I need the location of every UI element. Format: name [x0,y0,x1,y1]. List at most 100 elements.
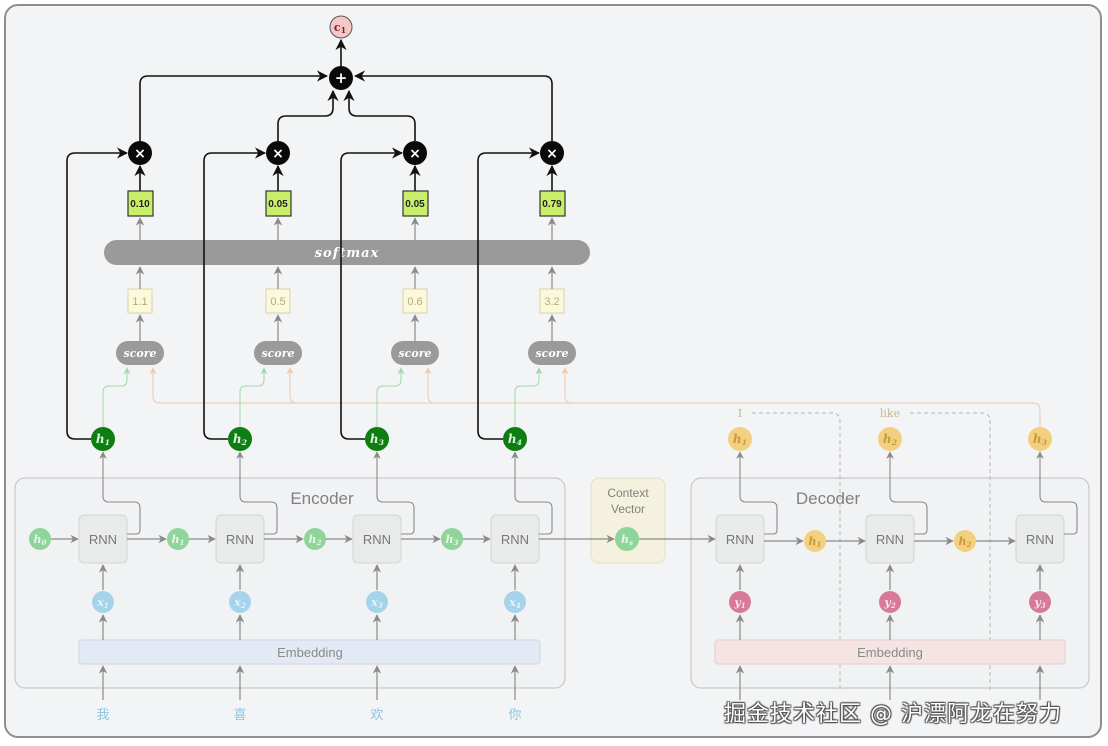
multiply-node-2 [266,141,290,165]
score-label-2: score [261,347,294,360]
watermark: 掘金技术社区 @ 沪漂阿龙在努力 [724,702,1062,727]
mult3-to-sum-line [343,89,416,141]
encoder-hidden-node-3 [365,427,389,451]
decoder-input-node-1 [729,591,751,613]
context-state-node [615,527,639,551]
decoder-rnn-cell-1 [715,514,765,564]
decoder-output-node-2 [878,427,902,451]
score-value-1: 1.1 [132,296,147,308]
sum-symbol: + [335,69,348,87]
context-output-label: c1 [334,21,346,35]
hidden-to-multiply-line-3 [340,147,404,440]
decoder-embedding-label: Embedding [857,645,923,660]
context-vector-label-line2: Vector [611,502,645,516]
hidden-to-score-line-3 [376,367,405,427]
score-node-3 [391,341,439,365]
decoder-query-line [149,367,1041,427]
encoder-hidden-node-1 [91,427,115,451]
decoder-output-node-3 [1028,427,1052,451]
multiply-symbol-1: × [134,146,146,162]
multiply-symbol-2: × [272,146,284,162]
mult1-to-sum-line [139,70,329,141]
score-node-4 [528,341,576,365]
attention-weight-box-4 [539,190,566,217]
encoder-state-node-3 [441,528,463,550]
softmax-bar [104,240,590,265]
score-value-box-2 [265,288,291,314]
attention-weight-value-3: 0.05 [405,199,425,210]
decoder-label: Decoder [796,489,861,508]
multiply-node-4 [540,141,564,165]
attention-weight-box-1 [127,190,154,217]
sum-node [329,66,353,90]
decoder-rnn-to-output-arrow-1 [736,451,778,535]
encoder-input-node-2 [229,591,251,613]
encoder-token-4: 你 [508,708,521,723]
softmax-label: softmax [315,246,380,261]
decoder-rnn-to-output-arrow-3 [1036,451,1078,535]
score-value-4: 3.2 [544,296,559,308]
hidden-to-multiply-line-2 [203,147,267,440]
hidden-to-multiply-line-1 [66,147,129,440]
score-label-1: score [123,347,156,360]
hidden-to-score-line-4 [514,367,543,427]
encoder-state-node-2 [304,528,326,550]
decoder-state-node-2 [954,530,976,552]
encoder-embedding-bar [78,639,541,665]
encoder-token-1: 我 [96,708,109,723]
encoder-state-node-0 [29,528,51,550]
encoder-rnn-label-4: RNN [501,532,529,547]
decoder-rnn-cell-3 [1015,514,1065,564]
score-node-1 [116,341,164,365]
encoder-embedding-label: Embedding [277,645,343,660]
context-vector-label-line1: Context [607,486,649,500]
encoder-token-3: 欢 [370,708,383,723]
encoder-label: Encoder [290,489,354,508]
multiply-symbol-4: × [546,146,558,162]
decoder-rnn-label-3: RNN [1026,532,1054,547]
encoder-rnn-label-2: RNN [226,532,254,547]
decoder-rnn-cell-2 [865,514,915,564]
decoder-rnn-label-2: RNN [876,532,904,547]
decoder-step-separator-2 [910,412,991,690]
rnn-to-hidden-arrow-1 [99,451,141,535]
decoder-state-node-1 [804,530,826,552]
query-branch-3 [424,367,436,404]
encoder-state-node-1 [167,528,189,550]
score-label-3: score [398,347,431,360]
encoder-rnn-label-3: RNN [363,532,391,547]
decoder-input-node-3 [1029,591,1051,613]
score-value-3: 0.6 [407,296,422,308]
encoder-box [14,477,566,689]
multiply-symbol-3: × [409,146,421,162]
encoder-input-node-1 [92,591,114,613]
encoder-input-node-3 [366,591,388,613]
encoder-rnn-label-1: RNN [89,532,117,547]
decoder-step-separator-1 [752,412,841,690]
encoder-input-node-4 [504,591,526,613]
hidden-to-multiply-line-4 [477,147,541,440]
attention-weight-box-3 [402,190,429,217]
decoder-output-word-1: I [738,407,742,420]
rnn-to-hidden-arrow-4 [511,451,553,535]
multiply-node-3 [403,141,427,165]
multiply-node-1 [128,141,152,165]
mult4-to-sum-line [353,70,553,141]
encoder-token-2: 喜 [233,708,246,723]
hidden-to-score-line-2 [239,367,268,427]
decoder-input-node-2 [879,591,901,613]
attention-weight-value-4: 0.79 [542,199,562,210]
decoder-rnn-to-output-arrow-2 [886,451,928,535]
encoder-hidden-node-4 [503,427,527,451]
score-value-2: 0.5 [270,296,285,308]
decoder-rnn-label-1: RNN [726,532,754,547]
decoder-output-word-2: like [880,407,900,420]
score-node-2 [254,341,302,365]
hidden-to-score-line-1 [102,367,131,427]
query-branch-4 [561,367,573,404]
query-branch-2 [286,367,298,404]
attention-weight-value-2: 0.05 [268,199,288,210]
score-label-4: score [535,347,568,360]
score-value-box-3 [402,288,428,314]
